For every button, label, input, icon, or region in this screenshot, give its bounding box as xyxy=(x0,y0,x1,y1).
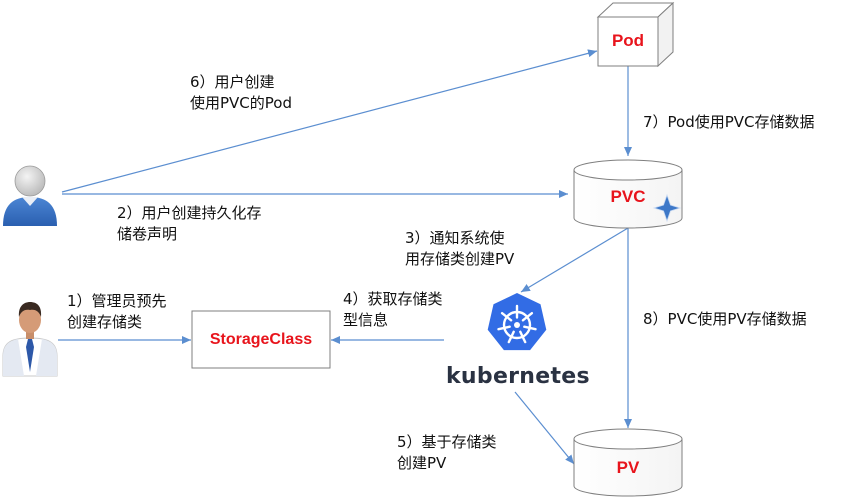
admin-icon xyxy=(2,302,58,377)
step-5-label: 5）基于存储类 创建PV xyxy=(397,432,497,474)
step-7-label: 7）Pod使用PVC存储数据 xyxy=(643,112,815,133)
step-8-label: 8）PVC使用PV存储数据 xyxy=(643,309,807,330)
step-6-line-2: 使用PVC的Pod xyxy=(190,94,292,112)
pod-node xyxy=(596,1,675,68)
storageclass-node xyxy=(191,310,331,369)
step-4-line-2: 型信息 xyxy=(343,311,389,329)
step-3-line-1: 3）通知系统使 xyxy=(405,229,505,247)
kubernetes-wordmark: kubernetes xyxy=(446,364,590,389)
pvc-label: PVC xyxy=(610,187,646,206)
step-8-line-1: 8）PVC使用PV存储数据 xyxy=(643,310,807,328)
step-2-line-2: 储卷声明 xyxy=(117,225,178,243)
step-6-line-1: 6）用户创建 xyxy=(190,73,275,91)
pod-label: Pod xyxy=(611,31,645,50)
arrows xyxy=(58,49,632,465)
arrow-user-to-pod xyxy=(61,49,598,193)
step-2-label: 2）用户创建持久化存 储卷声明 xyxy=(117,203,262,245)
step-3-label: 3）通知系统使 用存储类创建PV xyxy=(405,228,514,270)
storageclass-label: StorageClass xyxy=(209,331,313,348)
step-1-line-1: 1）管理员预先 xyxy=(67,292,167,310)
step-5-line-2: 创建PV xyxy=(397,454,447,472)
step-1-label: 1）管理员预先 创建存储类 xyxy=(67,291,167,333)
user-icon xyxy=(3,165,57,226)
step-1-line-2: 创建存储类 xyxy=(67,313,143,331)
step-4-line-1: 4）获取存储类 xyxy=(343,290,443,308)
arrow-kubernetes-to-pv xyxy=(514,391,575,465)
sparkle-icon xyxy=(652,193,682,223)
step-4-label: 4）获取存储类 型信息 xyxy=(343,289,443,331)
pv-node xyxy=(573,428,683,497)
step-5-line-1: 5）基于存储类 xyxy=(397,433,497,451)
step-3-line-2: 用存储类创建PV xyxy=(405,250,515,268)
step-2-line-1: 2）用户创建持久化存 xyxy=(117,204,262,222)
step-6-label: 6）用户创建 使用PVC的Pod xyxy=(190,72,292,114)
kubernetes-logo-icon xyxy=(487,293,547,351)
arrow-pvc-to-kubernetes xyxy=(520,227,629,293)
pv-label: PV xyxy=(616,458,640,477)
pvc-node xyxy=(573,159,683,229)
step-7-line-1: 7）Pod使用PVC存储数据 xyxy=(643,113,815,131)
